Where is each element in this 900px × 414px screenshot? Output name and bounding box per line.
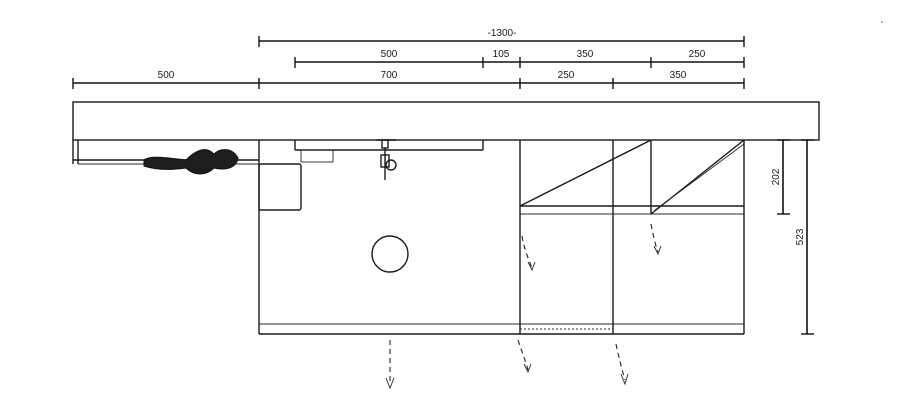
dim-shelf-height: 202 xyxy=(771,168,782,185)
towel xyxy=(143,149,239,175)
dim-basin-width: 500 xyxy=(381,49,398,60)
dim-drawer-b-width: 350 xyxy=(670,70,687,81)
drain-circle xyxy=(371,235,409,273)
sink-basin xyxy=(294,140,484,151)
faucet-icon xyxy=(376,139,397,180)
dim-cabinet-height: 523 xyxy=(795,228,806,245)
dimension-row-overall: -1300- xyxy=(258,28,745,47)
dimension-vertical: 202 523 xyxy=(771,139,814,335)
dimension-row-lower: 500 700 250 350 xyxy=(72,70,745,89)
dim-drawer-a-width: 250 xyxy=(558,70,575,81)
dim-shelf-width: 500 xyxy=(158,70,175,81)
dim-cabinet-width: 700 xyxy=(381,70,398,81)
towel-holder xyxy=(300,149,334,163)
dim-upper-section-b: 250 xyxy=(689,49,706,60)
speck-mark xyxy=(881,21,883,23)
dim-gap-width: 105 xyxy=(493,49,510,60)
vanity-cabinet xyxy=(258,140,745,335)
open-shelf-upper xyxy=(519,139,745,215)
dimension-row-upper: 500 105 350 250 xyxy=(294,49,745,68)
dim-overall-width: -1300- xyxy=(488,28,517,39)
dim-upper-section-a: 350 xyxy=(577,49,594,60)
countertop xyxy=(72,101,820,141)
swing-arrows xyxy=(385,223,662,390)
small-bin xyxy=(258,163,302,211)
